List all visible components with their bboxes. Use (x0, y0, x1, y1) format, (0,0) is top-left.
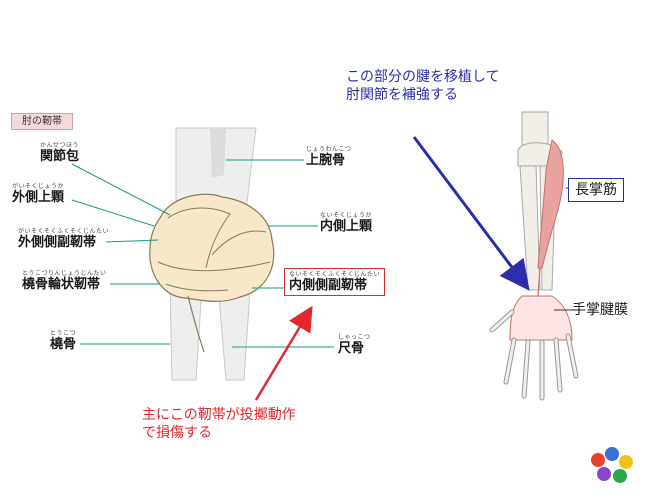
capsule-fold-4 (165, 283, 229, 292)
label-medial-collateral-ligament: ないそくそくふくそくじんたい 内側側副靭帯 (284, 268, 386, 296)
term: 上腕骨 (306, 153, 346, 168)
forearm-illustration (489, 111, 586, 401)
red-note-line-1: 主にこの靭帯が投擲動作 (142, 407, 296, 423)
label-annular-ligament: とうこつりんじょうじんたい 橈骨輪状靭帯 (22, 270, 107, 292)
label-medial-epicondyle: ないそくじょうか 内側上顆 (320, 212, 372, 234)
palmaris-longus-muscle (537, 139, 564, 269)
humerus-marrow (210, 128, 226, 178)
ruby: しゃっこつ (338, 334, 371, 341)
ruby: がいそくじょうか (12, 183, 65, 190)
label-lateral-collateral-ligament: がいそくそくふくそくじんたい 外側側副靭帯 (18, 228, 109, 250)
capsule-fold-3 (157, 261, 271, 272)
blue-note-line-2: 肘関節を補強する (346, 87, 458, 103)
red-arrow (254, 305, 313, 401)
term: 橈骨輪状靭帯 (22, 277, 101, 292)
term: 尺骨 (338, 341, 365, 356)
section-badge: 肘の靭帯 (11, 113, 73, 130)
leader-lines (71, 159, 334, 348)
red-note-line-2: で損傷する (142, 425, 212, 441)
capsule-fold-2 (211, 230, 267, 256)
label-radius: とうこつ 橈骨 (50, 330, 76, 352)
term: 橈骨 (50, 337, 77, 352)
ruby: とうこつりんじょうじんたい (22, 270, 107, 277)
annular-ligament-strand (187, 295, 205, 353)
label-palmar-aponeurosis: 手掌腱膜 (572, 302, 628, 318)
ruby: かんせつほう (40, 142, 80, 149)
red-note: 主にこの靭帯が投擲動作 で損傷する (142, 406, 296, 442)
arm-radius (519, 165, 541, 291)
label-ulna: しゃっこつ 尺骨 (338, 334, 371, 356)
capsule-fold-1 (167, 207, 231, 269)
label-palmaris-longus: 長掌筋 (568, 178, 624, 202)
ruby: じょうわんこつ (306, 146, 352, 153)
ruby: ないそくじょうか (320, 212, 373, 219)
term: 内側上顆 (320, 219, 373, 234)
elbow-illustration (149, 127, 275, 381)
label-lateral-epicondyle: がいそくじょうか 外側上顆 (12, 183, 64, 205)
finger-bones-fill (490, 310, 578, 400)
term: 外側上顆 (12, 190, 65, 205)
ruby: ないそくそくふくそくじんたい (289, 271, 381, 278)
term: 外側側副靭帯 (18, 235, 97, 250)
label-humerus: じょうわんこつ 上腕骨 (306, 146, 352, 168)
label-joint-capsule: かんせつほう 関節包 (40, 142, 79, 164)
blue-note-line-1: この部分の腱を移植して (346, 69, 500, 85)
ruby: とうこつ (50, 330, 77, 337)
blue-arrow (412, 136, 530, 291)
clinic-logo (591, 447, 633, 483)
term: 関節包 (40, 149, 80, 164)
term: 内側側副靭帯 (289, 278, 368, 293)
palmar-aponeurosis (509, 295, 573, 341)
ruby: がいそくそくふくそくじんたい (18, 228, 110, 235)
blue-note: この部分の腱を移植して 肘関節を補強する (346, 68, 500, 104)
